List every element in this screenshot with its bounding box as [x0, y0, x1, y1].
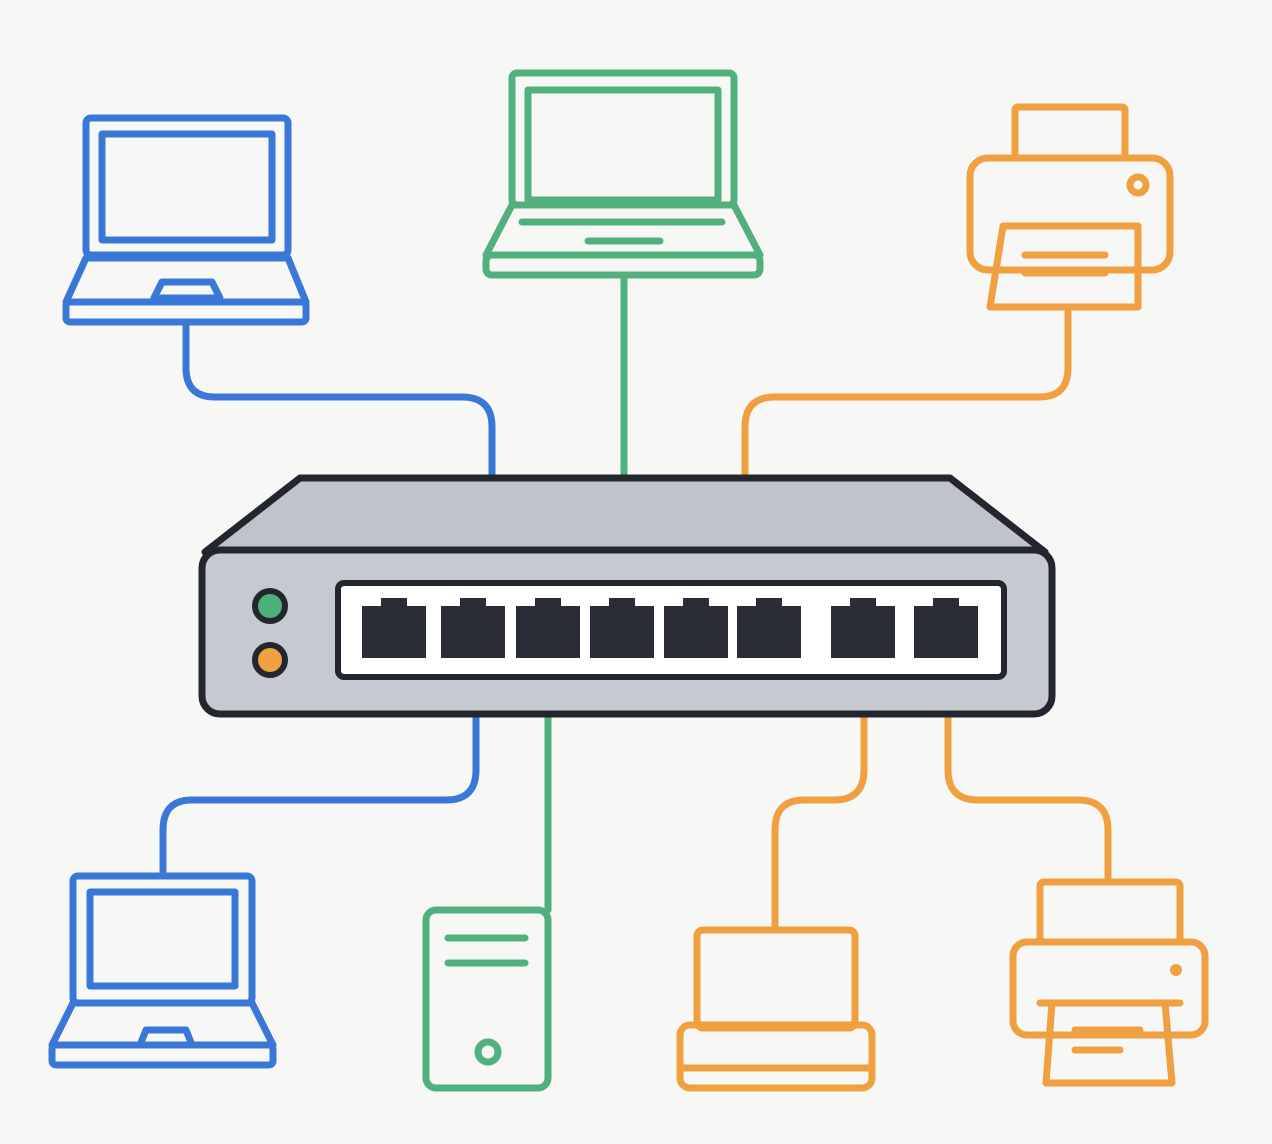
ethernet-port-6: [737, 598, 801, 658]
icon-part: [524, 86, 722, 204]
icon-part: [693, 926, 859, 1032]
ethernet-port-4: [590, 598, 654, 658]
icon-part: [482, 251, 764, 279]
icon-part: [482, 201, 764, 259]
cables: [159, 274, 1112, 932]
icon-part: [1042, 999, 1176, 1087]
laptop-icon[interactable]: [62, 114, 310, 326]
cable-top-printer: [741, 306, 1072, 586]
switch-top: [201, 474, 1049, 556]
led-orange: [252, 642, 288, 678]
icon-part: [676, 1021, 876, 1092]
printer-icon[interactable]: [1009, 878, 1209, 1087]
laptop-icon[interactable]: [482, 69, 764, 279]
icon-part: [98, 130, 276, 244]
icon-part: [86, 888, 239, 990]
icon-part: [1011, 103, 1129, 162]
ethernet-port-8: [914, 598, 978, 658]
ports: [362, 598, 978, 658]
icon-part: [422, 906, 552, 1092]
icon-part: [474, 1038, 502, 1066]
ethernet-port-1: [362, 598, 426, 658]
icon-part: [1036, 878, 1184, 946]
ethernet-port-5: [664, 598, 728, 658]
icon-part: [150, 278, 224, 302]
laptop-icon[interactable]: [48, 872, 277, 1069]
desktop-tower-icon[interactable]: [422, 906, 552, 1092]
icon-part: [136, 1026, 196, 1049]
ethernet-port-7: [831, 598, 895, 658]
icon-part: [1009, 938, 1209, 1039]
cable-bottom-printer: [944, 656, 1112, 884]
ethernet-port-3: [516, 598, 580, 658]
network-device-icon[interactable]: [676, 926, 876, 1092]
icon-part: [48, 999, 277, 1049]
network-switch-icon: [198, 474, 1056, 718]
icon-part: [1170, 964, 1182, 976]
cable-bottom-left-laptop: [159, 656, 480, 878]
led-green: [252, 588, 288, 624]
icon-part: [1126, 173, 1150, 197]
printer-icon[interactable]: [966, 103, 1174, 311]
cable-top-left-laptop: [182, 318, 496, 586]
ethernet-port-2: [441, 598, 505, 658]
icon-part: [62, 298, 310, 326]
icon-part: [986, 222, 1142, 311]
cable-bottom-device: [771, 656, 868, 932]
icon-part: [82, 114, 292, 259]
